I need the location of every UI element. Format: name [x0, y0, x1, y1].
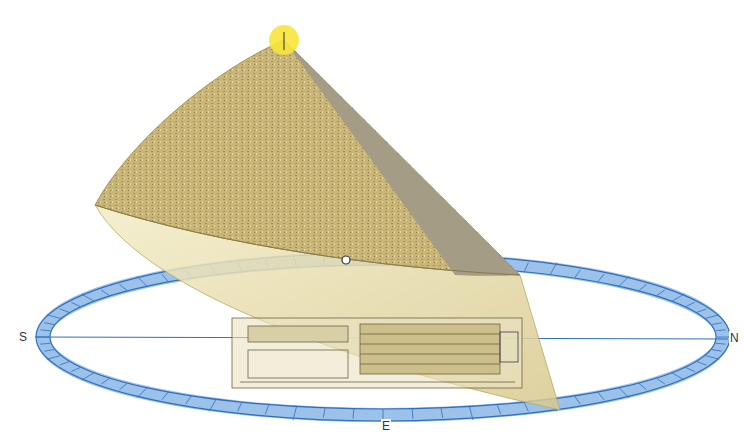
sun-marker [284, 32, 285, 50]
horizon-arc [95, 205, 520, 275]
sun-disk [269, 25, 299, 55]
compass-direction: N [729, 331, 740, 345]
compass-direction: E [381, 419, 391, 433]
observer-point [342, 256, 350, 264]
compass-direction: S [18, 330, 28, 344]
sun-path-surface [95, 40, 520, 275]
hour-marks [284, 40, 520, 275]
surface-edge-face [284, 40, 520, 276]
building-plan [232, 318, 522, 388]
